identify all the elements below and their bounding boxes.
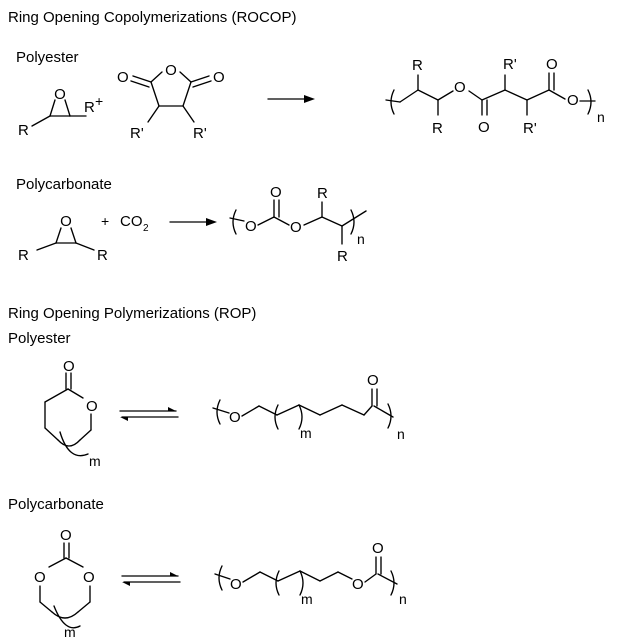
repeat-index-n: n xyxy=(399,591,407,607)
polyester-product-2: O m O n xyxy=(212,372,405,442)
ring-oxygen: O xyxy=(34,569,46,586)
chain-index-m: m xyxy=(300,425,312,441)
cyclic-carbonate-monomer: O O O m xyxy=(34,527,95,640)
substituent-r-prime: R' xyxy=(193,125,207,142)
chain-index-m: m xyxy=(301,591,313,607)
ring-oxygen: O xyxy=(83,569,95,586)
carbonyl-oxygen: O xyxy=(60,527,72,544)
epoxide-oxygen: O xyxy=(60,213,72,230)
carbonyl-oxygen: O xyxy=(63,358,75,375)
epoxide-oxygen: O xyxy=(54,86,66,103)
heading-rocop-polycarbonate: Polycarbonate xyxy=(16,176,112,193)
heading-rocop-polyester: Polyester xyxy=(16,49,79,66)
equilibrium-arrow-2 xyxy=(121,572,181,586)
carbonyl-oxygen: O xyxy=(213,69,225,86)
polyester-product-1: R R O O R' R' O O n xyxy=(385,56,605,137)
ester-oxygen: O xyxy=(229,409,241,426)
polycarbonate-product-2: O m O O n xyxy=(214,540,407,607)
substituent-r-prime: R' xyxy=(503,56,517,73)
carbonyl-oxygen: O xyxy=(478,119,490,136)
carbonate-oxygen: O xyxy=(230,576,242,593)
carbonate-oxygen: O xyxy=(352,576,364,593)
repeat-index-n: n xyxy=(357,231,365,247)
carbonyl-oxygen: O xyxy=(270,184,282,201)
substituent-r: R xyxy=(18,247,29,264)
substituent-r-prime: R' xyxy=(523,120,537,137)
ester-oxygen: O xyxy=(454,79,466,96)
ester-oxygen: O xyxy=(567,92,579,109)
carbon-dioxide-subscript: 2 xyxy=(143,223,149,234)
epoxide-2: O R R xyxy=(18,213,108,264)
repeat-index-n: n xyxy=(397,426,405,442)
ring-oxygen: O xyxy=(165,62,177,79)
plus-sign: + xyxy=(101,213,109,229)
substituent-r: R xyxy=(317,185,328,202)
succinic-anhydride: O O O R' R' xyxy=(117,62,225,142)
substituent-r: R xyxy=(84,99,95,116)
substituent-r: R xyxy=(432,120,443,137)
carbon-dioxide: CO xyxy=(120,213,143,230)
lactone-monomer: O O m xyxy=(44,358,101,469)
ring-size-index-m: m xyxy=(64,624,76,640)
ring-oxygen: O xyxy=(86,398,98,415)
equilibrium-arrow-1 xyxy=(119,407,179,421)
carbonyl-oxygen: O xyxy=(117,69,129,86)
carbonyl-oxygen: O xyxy=(546,56,558,73)
carbonyl-oxygen: O xyxy=(372,540,384,557)
polycarbonate-product-1: O O O R R n xyxy=(229,184,367,265)
heading-rocop: Ring Opening Copolymerizations (ROCOP) xyxy=(8,9,296,26)
reaction-arrow-2 xyxy=(169,218,217,226)
heading-rop-polyester: Polyester xyxy=(8,330,71,347)
carbonate-oxygen: O xyxy=(245,218,257,235)
substituent-r: R xyxy=(337,248,348,265)
ring-size-index-m: m xyxy=(89,453,101,469)
epoxide-1: O R R xyxy=(18,86,95,139)
substituent-r: R xyxy=(412,57,423,74)
heading-rop-polycarbonate: Polycarbonate xyxy=(8,496,104,513)
carbonate-oxygen: O xyxy=(290,219,302,236)
substituent-r: R xyxy=(18,122,29,139)
repeat-index-n: n xyxy=(597,109,605,125)
heading-rop: Ring Opening Polymerizations (ROP) xyxy=(8,305,256,322)
carbonyl-oxygen: O xyxy=(367,372,379,389)
substituent-r: R xyxy=(97,247,108,264)
plus-sign: + xyxy=(95,93,103,109)
substituent-r-prime: R' xyxy=(130,125,144,142)
reaction-arrow-1 xyxy=(267,95,315,103)
